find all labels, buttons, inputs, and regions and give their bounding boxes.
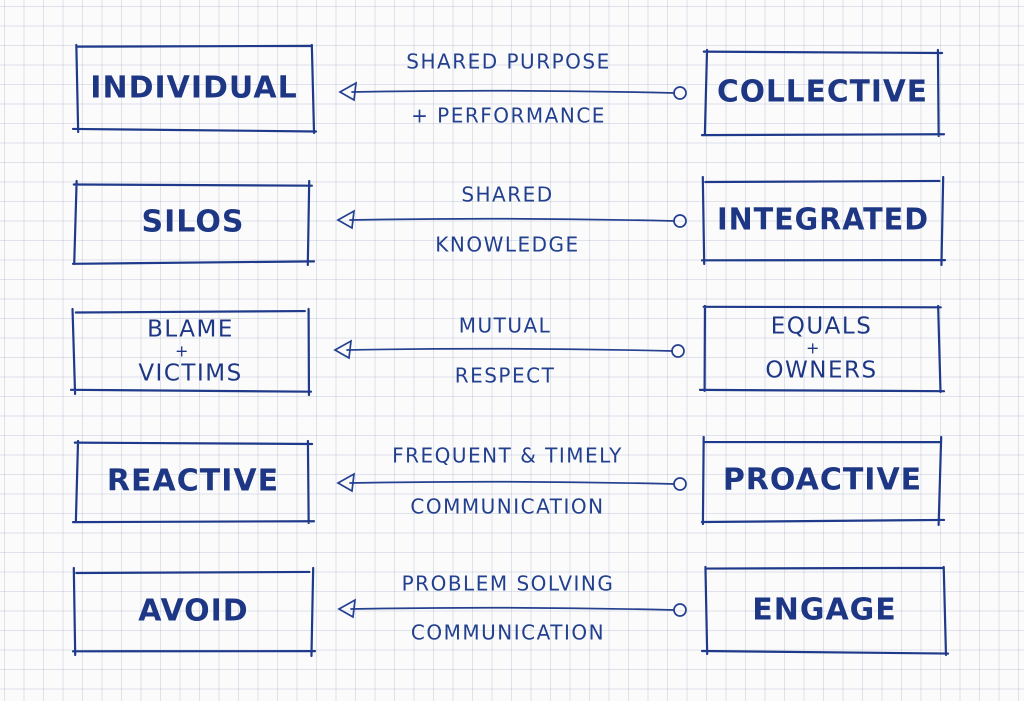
arrowhead-triangle-icon [338, 81, 358, 102]
arrow-end-circle-icon [673, 603, 687, 617]
label-top: FREQUENT & TIMELY [392, 444, 623, 468]
right-box [700, 175, 947, 267]
left-box-label: SILOS [142, 205, 245, 240]
right-box-label: ENGAGE [752, 593, 897, 628]
right-box-label: PROACTIVE [723, 463, 922, 498]
label-bottom: KNOWLEDGE [435, 233, 579, 257]
arrow-end-circle-icon [673, 86, 687, 100]
right-box-label: INTEGRATED [717, 203, 929, 238]
label-top: MUTUAL [459, 314, 552, 338]
left-box-label-line: VICTIMS [138, 361, 242, 387]
arrowhead-triangle-icon [336, 209, 356, 230]
left-box [71, 179, 316, 267]
arrowhead-triangle-icon [336, 472, 356, 493]
right-box-label-line: EQUALS [771, 314, 873, 340]
left-box [71, 439, 316, 525]
arrowhead-triangle-icon [337, 598, 357, 619]
left-box-label: INDIVIDUAL [90, 71, 297, 106]
left-box [69, 307, 313, 397]
left-box-label: AVOID [138, 594, 248, 629]
label-top: PROBLEM SOLVING [402, 572, 615, 596]
left-box [71, 566, 317, 658]
arrow-end-circle-icon [671, 344, 685, 358]
continuum-arrow-line [349, 217, 675, 222]
left-box-label-line: + [175, 342, 190, 361]
continuum-row: AVOID ENGAGE PROBLEM SOLVING COMMUNICATION [71, 565, 950, 658]
label-bottom: + PERFORMANCE [411, 104, 606, 128]
left-box-label: REACTIVE [107, 464, 279, 499]
right-box [700, 48, 946, 138]
continuum-arrow-line [350, 606, 675, 611]
continuum-arrow-line [349, 480, 675, 485]
label-bottom: RESPECT [455, 364, 556, 388]
continuum-row: REACTIVE PROACTIVE FREQUENT & TIMELY COMMUN… [71, 435, 946, 527]
right-box [698, 304, 946, 394]
arrow-end-circle-icon [673, 214, 687, 228]
label-bottom: COMMUNICATION [411, 621, 605, 645]
continuum-arrow-line [351, 89, 675, 94]
right-box [700, 565, 950, 657]
arrow-end-circle-icon [673, 477, 687, 491]
right-box [700, 435, 946, 527]
label-top: SHARED [461, 183, 553, 207]
left-box [71, 43, 318, 135]
arrowhead-triangle-icon [333, 339, 353, 360]
label-bottom: COMMUNICATION [410, 495, 604, 519]
right-box-label: COLLECTIVE [717, 75, 928, 110]
continuum-arrow-line [346, 347, 673, 352]
label-top: SHARED PURPOSE [406, 50, 610, 74]
continuum-row: SILOS INTEGRATED SHARED KNOWLEDGE [71, 175, 947, 267]
right-box-label-line: OWNERS [765, 358, 877, 384]
left-box-label-line: BLAME [147, 317, 234, 343]
continuum-row: INDIVIDUAL COLLECTIVE SHARED PURPOSE + PERF… [71, 43, 946, 138]
right-box-label-line: + [806, 339, 821, 358]
